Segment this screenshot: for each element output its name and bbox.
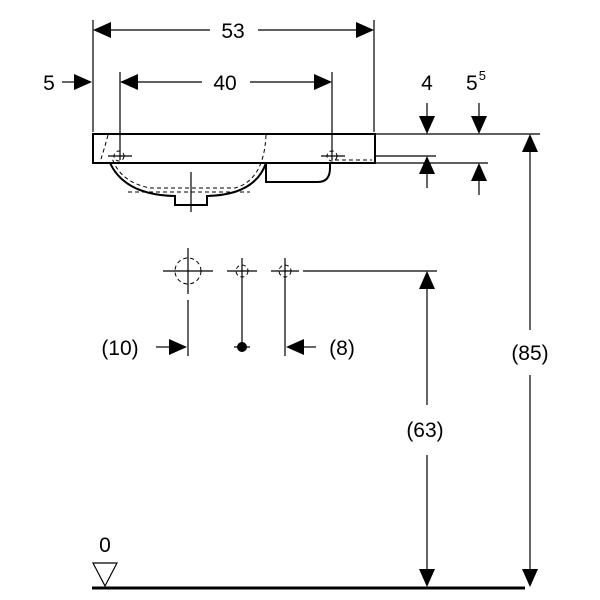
tap-spacing-label: 40 [213,72,236,95]
arrow-up-icon [419,156,435,174]
left-offset-label: 5 [43,72,55,95]
dimension-right-connection: (8) [286,337,355,360]
arrow-down-icon [419,116,435,134]
arrow-up-icon [419,271,435,289]
dimension-tap-spacing: 40 [119,72,333,160]
basin-bowl [109,162,267,206]
arrow-up-icon [522,134,538,152]
connection-left-icon [174,257,202,285]
connection-points [163,248,437,356]
inner-contour [99,134,109,163]
level-marker-icon [92,562,118,588]
tap-hole-left-icon [113,150,125,162]
dimension-connection-height: (63) [406,271,444,587]
washbasin-profile [92,133,376,212]
dimension-left-connection: (10) [101,337,187,360]
floor-level-label: 0 [99,534,111,557]
dimension-left-offset: 5 [43,72,92,95]
arrow-right-icon [74,74,92,90]
dimension-edge-height: 55 [466,68,487,195]
arrow-left-icon [93,22,111,38]
rim-thickness-label: 4 [421,72,433,95]
arrow-down-icon [522,569,538,587]
dimension-overall-width: 53 [92,20,375,132]
arrow-down-icon [419,569,435,587]
overall-height-label: (85) [511,342,548,365]
overall-width-label: 53 [221,20,244,43]
arrow-right-icon [314,74,332,90]
tap-hole-right-icon [326,150,338,162]
basin-shelf [265,163,331,183]
floor-reference: 0 [92,534,525,590]
right-connection-label: (8) [329,337,355,360]
dimension-rim-thickness: 4 [376,72,540,188]
left-connection-label: (10) [101,337,138,360]
arrow-left-icon [286,339,304,355]
dimension-overall-height: (85) [511,134,549,587]
arrow-down-icon [471,116,487,134]
connection-height-label: (63) [406,419,443,442]
arrow-up-icon [471,163,487,181]
arrow-right-icon [356,22,374,38]
arrow-left-icon [120,74,138,90]
basin-rim [92,133,376,164]
edge-height-label: 55 [466,68,486,95]
inner-bowl-contour [111,134,267,189]
arrow-right-icon [169,339,187,355]
